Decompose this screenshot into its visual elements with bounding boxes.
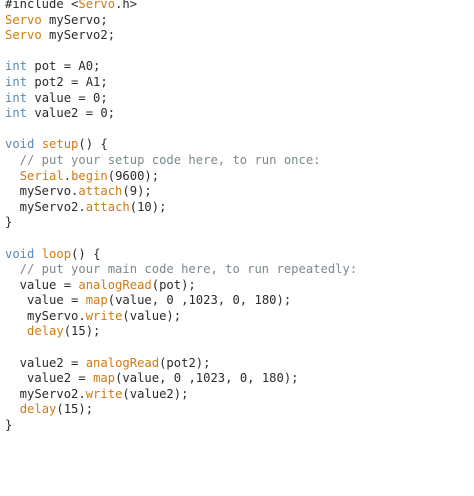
code-token: value2 = [5, 355, 86, 370]
code-token: (15); [56, 402, 94, 417]
code-line[interactable]: ​ [5, 44, 470, 60]
code-line[interactable]: ​ [5, 340, 470, 356]
code-token: myServo2. [5, 386, 86, 401]
code-token: value2 = [5, 371, 94, 386]
code-token: value2 = 0; [27, 106, 116, 121]
code-line[interactable]: ​ [5, 231, 470, 247]
code-token: delay [19, 402, 57, 417]
code-token [5, 402, 20, 416]
code-line[interactable]: myServo2.write(value2); [5, 387, 470, 403]
code-line[interactable]: delay(15); [5, 324, 470, 340]
code-line[interactable]: delay(15); [5, 402, 470, 418]
code-line[interactable]: Servo myServo; [5, 13, 470, 29]
code-token: pot = A0; [27, 59, 101, 74]
code-token: } [5, 418, 13, 433]
code-token: value = [5, 277, 79, 292]
code-token: begin [71, 168, 108, 183]
code-line[interactable]: myServo2.attach(10); [5, 200, 470, 216]
code-token: write [85, 308, 123, 323]
code-comment: // put your setup code here, to run once… [5, 152, 321, 167]
code-token: int [5, 59, 28, 74]
code-token: setup [41, 137, 79, 152]
code-line[interactable]: myServo.write(value); [5, 309, 470, 325]
code-line[interactable]: // put your setup code here, to run once… [5, 153, 470, 169]
code-token: int [5, 106, 28, 121]
code-token [34, 137, 41, 151]
code-token: (10); [129, 199, 167, 214]
code-token: myServo2; [41, 28, 116, 43]
code-token: myServo2. [5, 199, 86, 214]
code-token: } [5, 215, 13, 230]
code-token [5, 324, 27, 338]
code-line[interactable]: // put your main code here, to run repea… [5, 262, 470, 278]
code-line[interactable]: value2 = map(value, 0 ,1023, 0, 180); [5, 371, 470, 387]
code-token: (value); [122, 308, 182, 323]
code-line[interactable]: void loop() { [5, 247, 470, 263]
code-token: int [5, 74, 28, 89]
code-token: analogRead [85, 355, 160, 370]
code-token: delay [27, 324, 64, 339]
code-line[interactable]: } [5, 418, 470, 434]
code-token [34, 247, 41, 261]
code-token: (value, 0 ,1023, 0, 180); [115, 371, 299, 386]
code-token: () { [78, 137, 108, 152]
code-token: (15); [63, 324, 101, 339]
code-token: map [93, 371, 116, 386]
code-token: void [5, 246, 35, 261]
code-token: (9600); [107, 168, 160, 183]
code-token: Servo [78, 0, 116, 11]
code-line[interactable]: void setup() { [5, 137, 470, 153]
code-line[interactable]: value = map(value, 0 ,1023, 0, 180); [5, 293, 470, 309]
code-token: (value, 0 ,1023, 0, 180); [107, 293, 292, 308]
code-token: myServo; [41, 12, 108, 27]
code-token: Serial [19, 168, 64, 183]
code-token: #include < [5, 0, 79, 11]
code-line[interactable]: int pot2 = A1; [5, 75, 470, 91]
code-token: myServo. [5, 184, 79, 199]
code-token: (value2); [122, 386, 189, 401]
code-line[interactable]: } [5, 215, 470, 231]
code-line[interactable]: ​ [5, 122, 470, 138]
code-token: (pot2); [159, 355, 211, 370]
code-comment: // put your main code here, to run repea… [5, 262, 358, 277]
code-token: myServo. [5, 308, 86, 323]
code-token: write [85, 386, 123, 401]
code-line[interactable]: value2 = analogRead(pot2); [5, 356, 470, 372]
code-token: map [85, 293, 108, 308]
code-token: int [5, 90, 28, 105]
code-token: () { [71, 246, 101, 261]
code-line[interactable]: value = analogRead(pot); [5, 278, 470, 294]
code-token: pot2 = A1; [27, 74, 108, 89]
code-token: value = 0; [27, 90, 108, 105]
code-line[interactable]: int value2 = 0; [5, 106, 470, 122]
code-token: Servo [5, 12, 42, 27]
code-line[interactable]: Serial.begin(9600); [5, 169, 470, 185]
code-token: analogRead [78, 277, 152, 292]
code-token: .h> [115, 0, 138, 11]
code-token: value = [5, 293, 86, 308]
code-line[interactable]: int value = 0; [5, 91, 470, 107]
code-token: loop [41, 246, 72, 261]
code-token: void [5, 137, 35, 152]
code-line[interactable]: #include <Servo.h> [5, 0, 470, 13]
code-token: . [63, 168, 72, 183]
code-line[interactable]: myServo.attach(9); [5, 184, 470, 200]
code-token: (pot); [151, 277, 196, 292]
code-listing[interactable]: #include <Servo.h>Servo myServo;Servo my… [5, 0, 470, 434]
code-line[interactable]: Servo myServo2; [5, 28, 470, 44]
code-token: (9); [122, 184, 152, 199]
code-token: attach [85, 199, 130, 214]
code-token: attach [78, 184, 123, 199]
code-token: Servo [5, 28, 42, 43]
code-editor[interactable]: #include <Servo.h>Servo myServo;Servo my… [5, 0, 470, 496]
code-line[interactable]: int pot = A0; [5, 59, 470, 75]
code-token [5, 169, 20, 183]
